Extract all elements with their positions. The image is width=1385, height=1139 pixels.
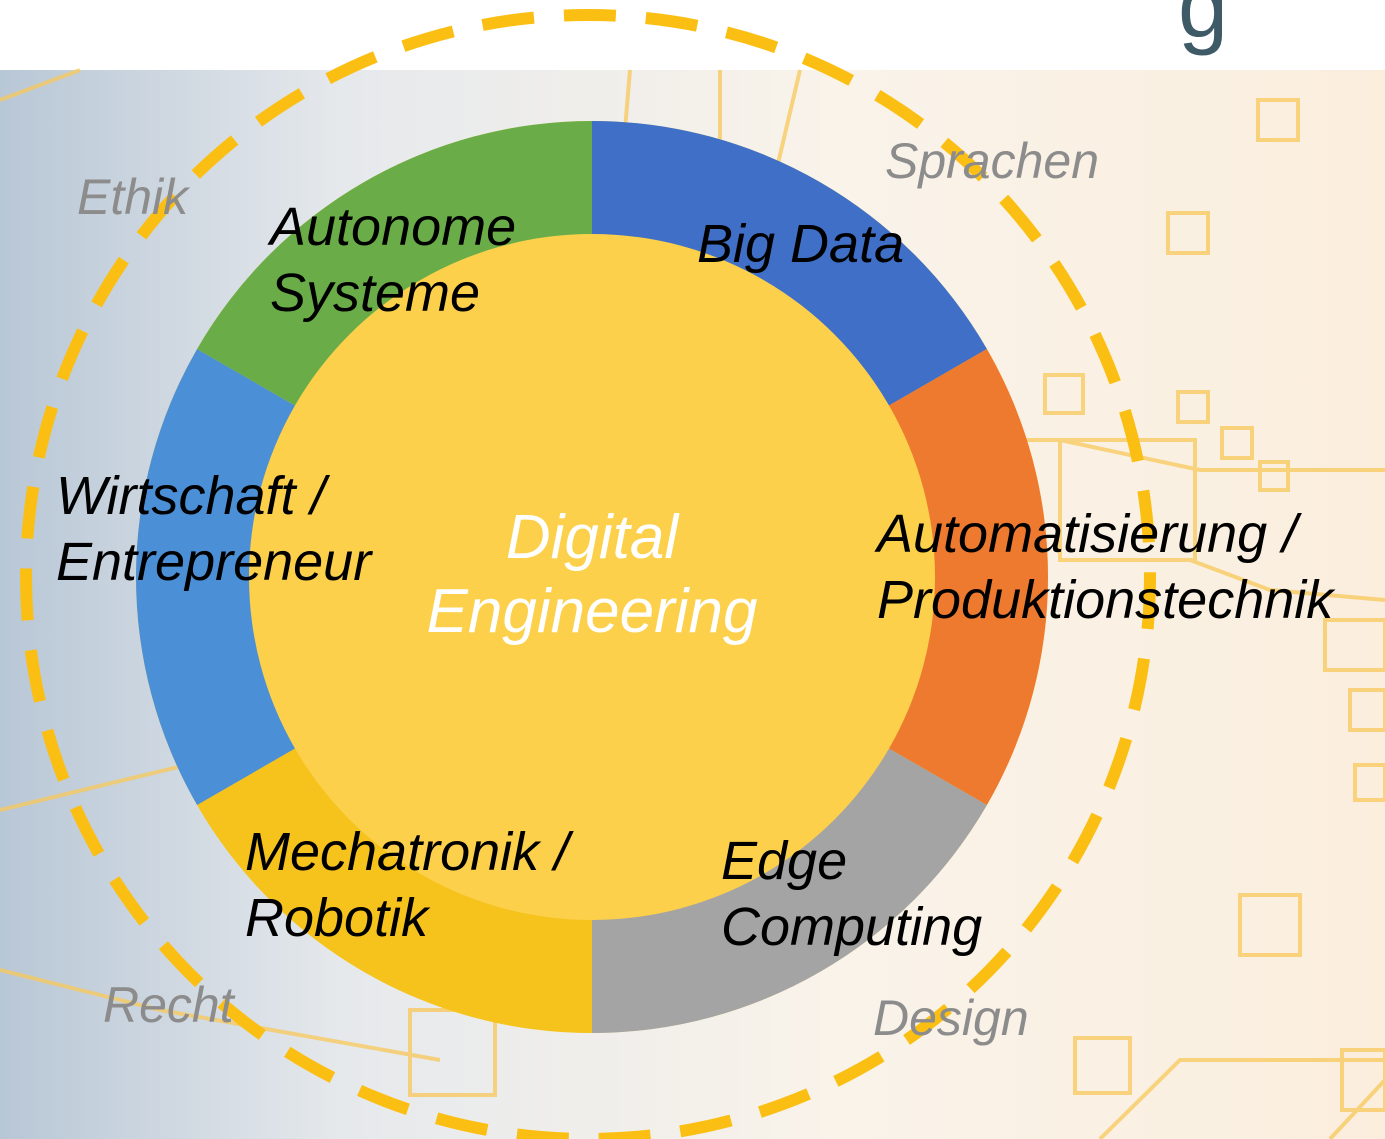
center-disc <box>136 121 1048 1033</box>
ring-segment-mechatronik <box>197 748 593 1033</box>
ring-segment-autonome-systeme <box>197 120 593 406</box>
outer-label-sprachen: Sprachen <box>885 133 1100 189</box>
outer-label-recht: Recht <box>103 977 234 1033</box>
segment-label-wirtschaft: Wirtschaft / Entrepreneur <box>56 466 372 592</box>
segment-label-edge-computing: Edge Computing <box>721 831 983 957</box>
ring-segment-automatisierung <box>889 349 1048 805</box>
ring-segment-wirtschaft <box>136 349 295 805</box>
segment-label-automatisierung: Automatisierung / Produktionstechnik <box>877 504 1334 630</box>
segment-label-autonome-systeme: Autonome Systeme <box>270 197 517 323</box>
segment-label-big-data: Big Data <box>697 214 905 274</box>
outer-label-design: Design <box>873 990 1029 1046</box>
ring-segment-edge-computing <box>592 748 987 1033</box>
center-label: Digital Engineering <box>426 503 758 647</box>
title-fragment: g <box>1178 0 1229 57</box>
page-top-band <box>0 0 1385 70</box>
dashed-outer-ring <box>20 9 1156 1139</box>
ring-segment-big-data <box>592 121 987 406</box>
ring-segments <box>136 120 1048 1033</box>
outer-label-ethik: Ethik <box>77 169 189 225</box>
segment-label-mechatronik: Mechatronik / Robotik <box>245 822 570 948</box>
